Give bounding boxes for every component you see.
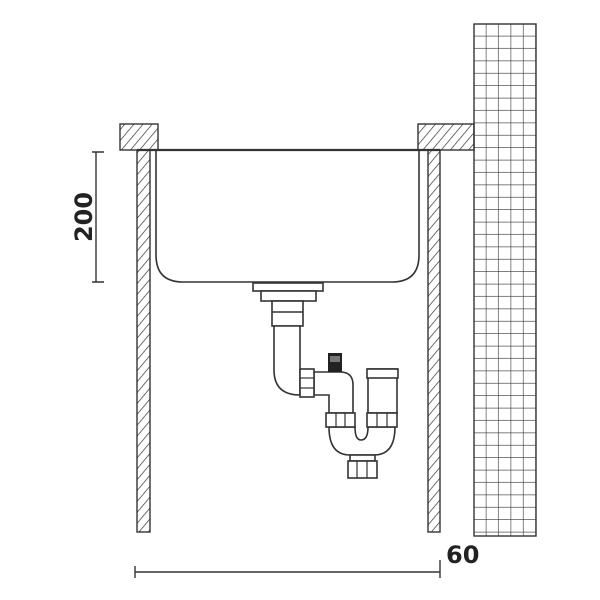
countertop-left — [119, 123, 159, 151]
valve-icon — [328, 353, 342, 372]
tiled-wall — [473, 23, 537, 537]
countertop-right — [417, 123, 475, 151]
dimension-bowl-depth: 200 — [70, 151, 104, 283]
siphon-trap — [252, 282, 399, 479]
dimension-label-60: 60 — [446, 541, 479, 569]
cabinet-wall-right — [427, 149, 441, 533]
dimension-label-200: 200 — [70, 192, 98, 242]
cabinet-wall-left — [136, 149, 151, 533]
dimension-offset: 60 — [134, 541, 479, 578]
sink-bowl — [137, 148, 440, 283]
